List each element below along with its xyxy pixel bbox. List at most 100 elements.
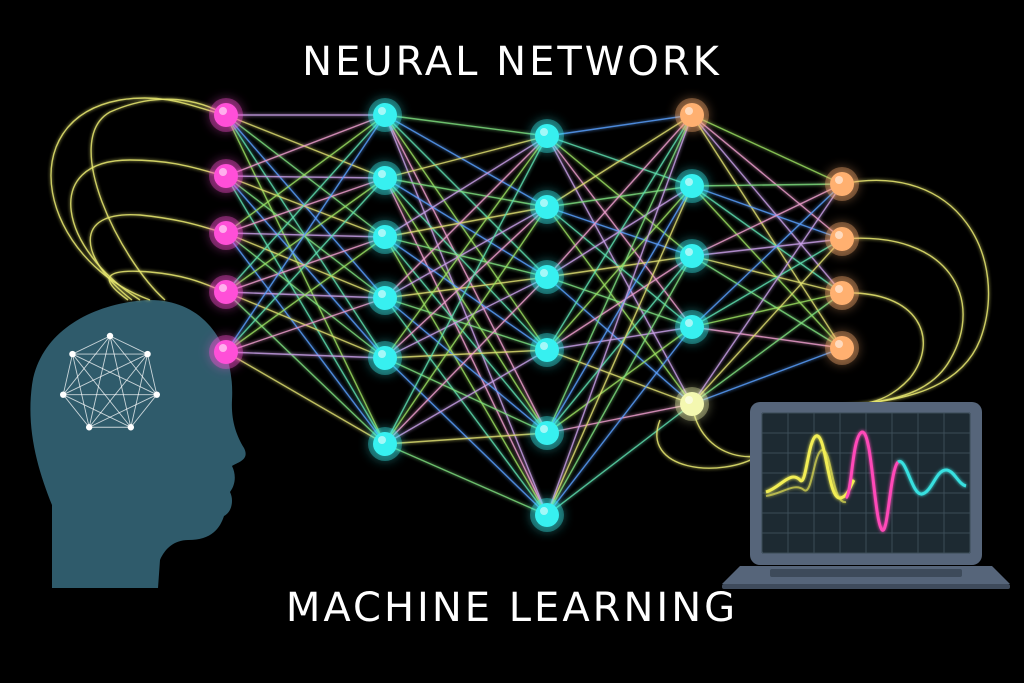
connection-line xyxy=(546,403,693,516)
connection-line xyxy=(546,255,693,516)
connection-line xyxy=(384,206,548,445)
node-highlight xyxy=(378,436,386,444)
output-layer-node xyxy=(830,336,854,360)
connection-line xyxy=(225,114,386,353)
output-wire xyxy=(841,179,990,405)
laptop-keyboard xyxy=(770,569,962,577)
node-highlight xyxy=(835,176,843,184)
head-shape xyxy=(30,300,246,588)
connection-line xyxy=(691,114,843,294)
brain-node xyxy=(106,332,114,340)
wave-magenta xyxy=(844,430,900,532)
input-wire xyxy=(70,159,227,301)
connection-line xyxy=(546,255,693,434)
output-wire xyxy=(656,419,761,469)
network-nodes xyxy=(209,98,859,532)
connection-line xyxy=(384,297,548,516)
connection-line xyxy=(691,183,843,257)
connection-line xyxy=(691,255,843,349)
brain-edge xyxy=(72,353,90,428)
output-wire xyxy=(841,237,964,405)
connection-line xyxy=(384,206,548,359)
connection-line xyxy=(384,357,548,434)
brain-edge xyxy=(62,394,90,428)
brain-edge xyxy=(72,353,132,428)
connection-line xyxy=(384,114,548,278)
node-highlight xyxy=(219,107,227,115)
connection-line xyxy=(384,349,548,445)
brain-node xyxy=(144,350,151,358)
head-silhouette-icon xyxy=(30,300,246,588)
brain-node xyxy=(85,424,93,431)
connection-line xyxy=(225,114,386,293)
hidden-layer-1-node xyxy=(373,346,397,370)
node-highlight xyxy=(685,178,693,186)
connection-line xyxy=(225,177,386,353)
node-highlight xyxy=(685,319,693,327)
node-highlight xyxy=(540,342,548,350)
brain-edge xyxy=(62,353,73,395)
node-highlight xyxy=(540,507,548,515)
connection-line xyxy=(225,291,386,445)
connection-line xyxy=(225,297,386,353)
connection-line xyxy=(546,114,693,351)
connection-line xyxy=(384,206,548,299)
connection-line xyxy=(384,135,548,359)
brain-node xyxy=(153,391,160,398)
brain-node xyxy=(127,424,135,431)
connection-line xyxy=(384,135,548,299)
input-wire xyxy=(50,97,227,301)
brain-edge xyxy=(88,335,111,428)
connection-line xyxy=(546,206,693,405)
node-highlight xyxy=(378,290,386,298)
connection-line xyxy=(546,114,693,516)
connection-line xyxy=(225,114,386,179)
brain-edge xyxy=(109,335,158,395)
input-layer-node xyxy=(214,221,238,245)
connection-line xyxy=(225,175,386,179)
node-highlight xyxy=(378,170,386,178)
title-neural-network: NEURAL NETWORK xyxy=(302,39,722,85)
input-wire xyxy=(90,98,227,301)
connection-line xyxy=(691,183,843,328)
brain-edge xyxy=(72,335,111,355)
node-highlight xyxy=(685,107,693,115)
node-highlight xyxy=(685,396,693,404)
connection-line xyxy=(691,292,843,405)
hidden-layer-2-node xyxy=(535,503,559,527)
connection-line xyxy=(546,114,693,208)
node-highlight xyxy=(219,344,227,352)
hidden-layer-2-node xyxy=(535,338,559,362)
connection-line xyxy=(384,114,548,516)
connection-line xyxy=(691,255,843,294)
node-highlight xyxy=(219,168,227,176)
brain-edge xyxy=(88,353,148,428)
output-layer-node xyxy=(830,172,854,196)
input-layer-node xyxy=(214,164,238,188)
connection-line xyxy=(225,114,386,177)
connection-line xyxy=(384,135,548,445)
connection-line xyxy=(546,349,693,405)
connection-line xyxy=(546,185,693,516)
connection-line xyxy=(546,326,693,516)
laptop-edge xyxy=(722,584,1010,589)
node-highlight xyxy=(219,225,227,233)
node-highlight xyxy=(540,199,548,207)
connection-line xyxy=(384,276,548,445)
hidden-layer-3-node xyxy=(680,392,704,416)
connection-line xyxy=(546,326,693,351)
connection-line xyxy=(384,236,548,351)
brain-edge xyxy=(88,394,157,428)
connection-line xyxy=(691,114,843,185)
connection-line xyxy=(546,114,693,278)
wave-cyan xyxy=(897,460,967,496)
screen-grid xyxy=(761,412,971,554)
connection-line xyxy=(225,175,386,445)
brain-edge xyxy=(109,335,148,355)
connection-line xyxy=(225,175,386,238)
node-highlight xyxy=(378,350,386,358)
output-wire xyxy=(841,292,924,405)
connection-line xyxy=(225,351,386,445)
connection-line xyxy=(384,114,548,208)
connection-line xyxy=(546,185,693,351)
